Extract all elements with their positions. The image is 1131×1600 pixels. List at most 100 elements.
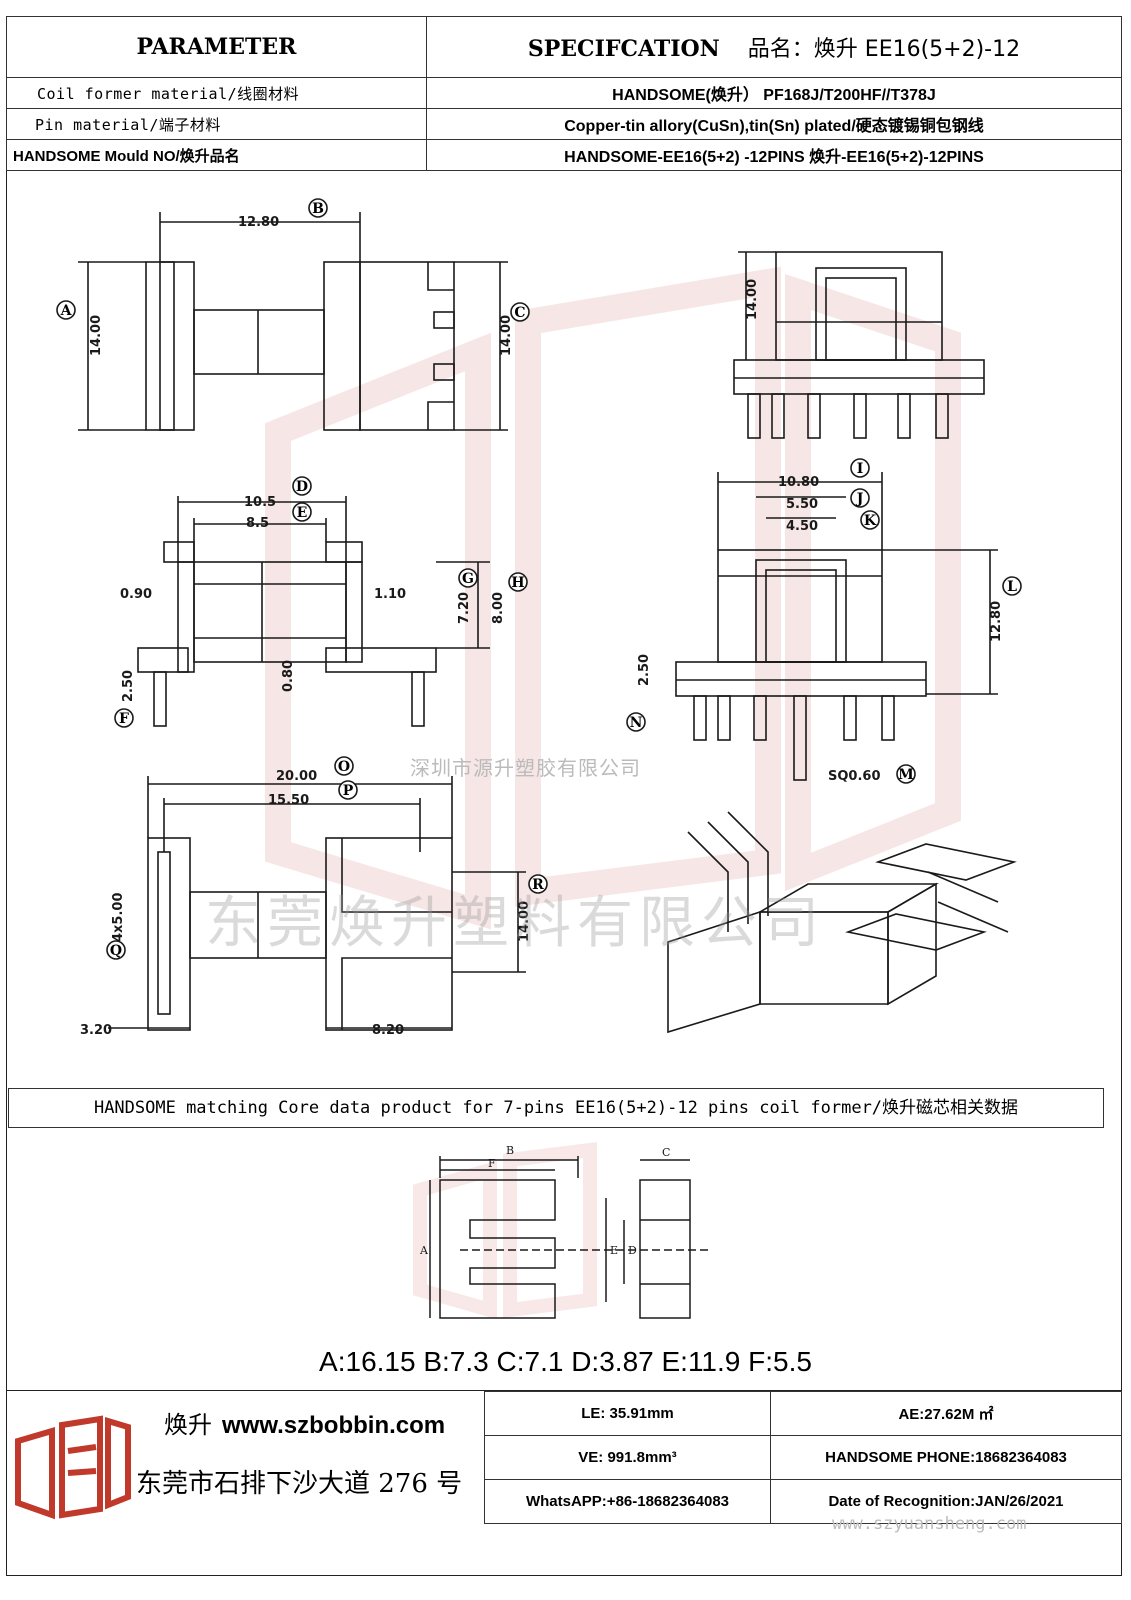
ve-value: VE: 991.8mm³ xyxy=(484,1435,771,1480)
dim-2-50-b: 2.50 xyxy=(637,654,652,686)
svg-text:M: M xyxy=(898,767,914,783)
svg-text:Q: Q xyxy=(110,943,122,959)
svg-text:D: D xyxy=(296,479,308,495)
company-address: 东莞市石排下沙大道 276 号 xyxy=(136,1469,463,1499)
callout-f: F xyxy=(114,708,134,728)
callout-m: M xyxy=(896,764,916,784)
svg-text:H: H xyxy=(511,575,524,591)
callout-k: K xyxy=(860,510,880,530)
svg-text:L: L xyxy=(1007,579,1017,595)
svg-text:B: B xyxy=(312,201,324,217)
svg-text:J: J xyxy=(855,491,864,507)
ae-value: AE:27.62M ㎡ xyxy=(770,1391,1122,1436)
watermark-large-text: 东莞焕升塑料有限公司 xyxy=(205,891,825,956)
svg-text:O: O xyxy=(338,759,350,775)
svg-text:P: P xyxy=(343,783,354,799)
end-view xyxy=(675,472,998,781)
dim-4x5-00: 4x5.00 xyxy=(111,892,126,942)
drawing-svg: 12.80 14.00 14.00 14.00 10.5 8.5 0.90 1.… xyxy=(56,198,1022,1038)
svg-text:F: F xyxy=(119,711,129,727)
core-side-view xyxy=(639,1179,691,1319)
callout-l: L xyxy=(1002,576,1022,596)
callout-i: I xyxy=(850,458,870,478)
dim-14-00-a: 14.00 xyxy=(89,315,104,356)
callout-h: H xyxy=(508,572,528,592)
dim-14-00-c: 14.00 xyxy=(745,279,760,320)
svg-text:E: E xyxy=(297,505,308,521)
callout-a: A xyxy=(56,300,76,320)
date-value: Date of Recognition:JAN/26/2021 xyxy=(770,1479,1122,1524)
coil-material-label: Coil former material/线圈材料 xyxy=(6,77,427,109)
whatsapp-value: WhatsAPP:+86-18682364083 xyxy=(484,1479,771,1524)
core-label-d: D xyxy=(628,1244,637,1257)
core-drawing: B F C A E D xyxy=(413,1142,710,1320)
mould-no-label: HANDSOME Mould NO/焕升品名 xyxy=(6,139,427,171)
core-data-heading: HANDSOME matching Core data product for … xyxy=(8,1088,1104,1128)
company-logo-icon xyxy=(15,1415,131,1520)
callout-p: P xyxy=(338,780,358,800)
dim-10-80: 10.80 xyxy=(778,475,819,490)
callout-c: C xyxy=(510,302,530,322)
dim-8-20: 8.20 xyxy=(372,1023,404,1038)
callout-d: D xyxy=(292,476,312,496)
le-value: LE: 35.91mm xyxy=(484,1391,771,1436)
dim-0-80: 0.80 xyxy=(281,660,296,692)
spec-heading: SPECIFCATION 品名：焕升 EE16(5+2)-12 xyxy=(426,16,1122,78)
callout-j: J xyxy=(850,488,870,508)
svg-text:N: N xyxy=(630,715,643,731)
dim-8-5: 8.5 xyxy=(246,516,269,531)
core-label-c: C xyxy=(662,1146,670,1159)
top-view xyxy=(108,776,526,1031)
watermark-small-text: 深圳市源升塑胶有限公司 xyxy=(410,756,641,780)
callout-b: B xyxy=(308,198,328,218)
dim-8-00: 8.00 xyxy=(491,592,506,624)
dim-12-80-b: 12.80 xyxy=(989,601,1004,642)
dim-sq0-60: SQ0.60 xyxy=(828,769,881,784)
section-view xyxy=(137,496,490,727)
svg-text:A: A xyxy=(60,303,73,319)
core-label-b: B xyxy=(506,1144,514,1157)
product-name: 品名：焕升 EE16(5+2)-12 xyxy=(747,37,1021,62)
core-params-table: LE: 35.91mm AE:27.62M ㎡ VE: 991.8mm³ HAN… xyxy=(484,1391,1122,1524)
svg-text:C: C xyxy=(514,305,525,321)
coil-material-value: HANDSOME(焕升） PF168J/T200HF//T378J xyxy=(426,77,1122,109)
dim-20-00: 20.00 xyxy=(276,769,317,784)
core-label-f: F xyxy=(488,1157,496,1170)
technical-drawings: 12.80 14.00 14.00 14.00 10.5 8.5 0.90 1.… xyxy=(8,172,1119,1090)
isometric-view xyxy=(667,811,1017,1034)
callout-e: E xyxy=(292,502,312,522)
dim-0-90: 0.90 xyxy=(120,587,152,602)
callout-o: O xyxy=(334,756,354,776)
dim-4-50: 4.50 xyxy=(786,519,818,534)
core-label-a: A xyxy=(419,1244,429,1257)
mould-no-value: HANDSOME-EE16(5+2) -12PINS 焕升-EE16(5+2)-… xyxy=(426,139,1122,171)
dim-15-50: 15.50 xyxy=(268,793,309,808)
svg-text:K: K xyxy=(864,513,877,529)
dim-12-80: 12.80 xyxy=(238,215,279,230)
callout-q: Q xyxy=(106,940,126,960)
specification-label: SPECIFCATION xyxy=(527,36,720,62)
dim-5-50: 5.50 xyxy=(786,497,818,512)
callout-n: N xyxy=(626,712,646,732)
phone-value: HANDSOME PHONE:18682364083 xyxy=(770,1435,1122,1480)
brand-name: 焕升 xyxy=(164,1411,212,1439)
svg-text:G: G xyxy=(462,571,474,587)
core-watermark-logo xyxy=(413,1142,597,1320)
front-view xyxy=(733,251,985,439)
side-view xyxy=(78,212,508,431)
dim-14-00-d: 14.00 xyxy=(517,901,532,942)
core-label-e: E xyxy=(610,1244,618,1257)
dim-14-00-b: 14.00 xyxy=(499,315,514,356)
pin-material-value: Copper-tin allory(CuSn),tin(Sn) plated/硬… xyxy=(426,108,1122,140)
callout-r: R xyxy=(528,874,548,894)
watermark-url: www.szyuansheng.com xyxy=(832,1514,1027,1534)
dim-10-5: 10.5 xyxy=(244,495,276,510)
dim-2-50-a: 2.50 xyxy=(121,670,136,702)
core-values: A:16.15 B:7.3 C:7.1 D:3.87 E:11.9 F:5.5 xyxy=(319,1346,812,1377)
callout-g: G xyxy=(458,568,478,588)
dim-3-20: 3.20 xyxy=(80,1023,112,1038)
dim-1-10: 1.10 xyxy=(374,587,406,602)
